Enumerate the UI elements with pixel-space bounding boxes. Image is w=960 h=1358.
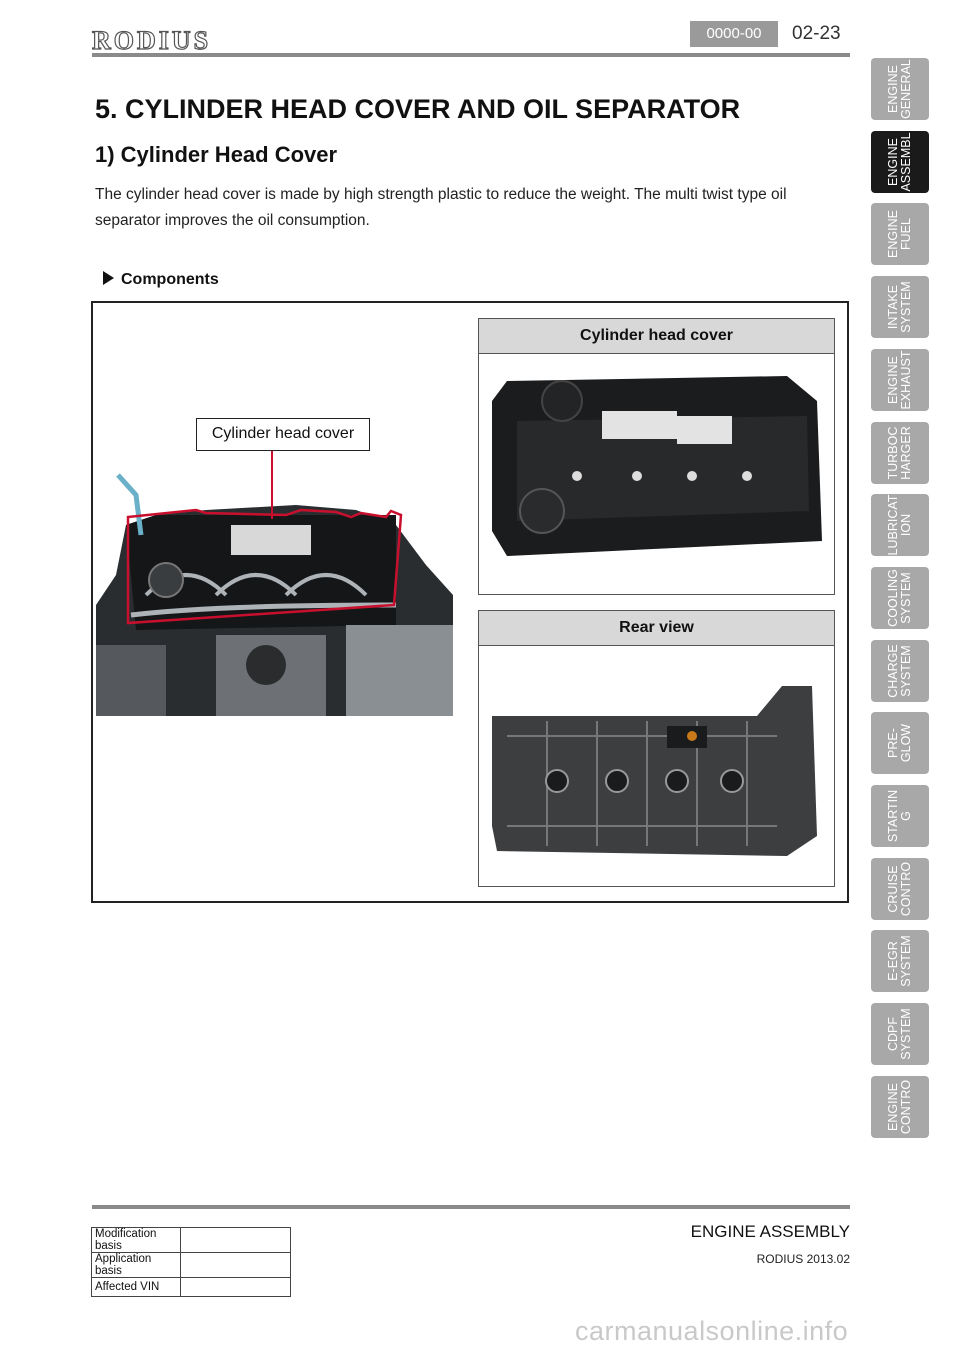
side-tab[interactable]: CHARGE SYSTEM [871,639,929,702]
panel-title-top: Cylinder head cover [479,319,834,354]
meta-value [180,1277,291,1297]
side-tab-label: TURBOC HARGER [886,425,913,480]
rear-view-panel: Rear view [478,610,835,887]
side-tab[interactable]: ENGINE FUEL [871,203,929,266]
side-tab-label: COOLING SYSTEM [886,569,913,627]
side-tab-label: ENGINE FUEL [886,210,913,259]
side-tab-label: LUBRICAT ION [886,494,913,556]
components-figure [91,301,849,903]
callout-leader-line [271,451,273,519]
side-tab[interactable]: INTAKE SYSTEM [871,276,929,339]
table-row: Application basis [91,1252,291,1278]
meta-key: Application basis [91,1252,181,1278]
side-tab-label: ENGINE GENERAL [886,59,913,119]
components-label: Components [121,271,219,288]
brand-logo: RODIUS [91,25,212,55]
side-tab-label: E-EGR SYSTEM [886,935,913,988]
panel-title-bottom: Rear view [479,611,834,646]
side-tab-label: ENGINE EXHAUST [886,350,913,410]
components-heading: Components [103,271,219,289]
revision-table: Modification basis Application basis Aff… [91,1227,291,1297]
header-rule [92,53,850,57]
side-tab[interactable]: LUBRICAT ION [871,494,929,557]
side-tab-label: PRE- GLOW [886,724,913,763]
side-tab[interactable]: PRE- GLOW [871,712,929,775]
meta-key: Modification basis [91,1227,181,1253]
side-tab[interactable]: COOLING SYSTEM [871,566,929,629]
side-tab[interactable]: ENGINE EXHAUST [871,348,929,411]
footer-rule [92,1205,850,1209]
page-number: 02-23 [792,23,841,44]
page-title: 5. CYLINDER HEAD COVER AND OIL SEPARATOR [95,94,741,124]
meta-key: Affected VIN [91,1277,181,1297]
side-tab-label: INTAKE SYSTEM [886,281,913,333]
footer-section-title: ENGINE ASSEMBLY [690,1222,850,1241]
section-code: 0000-00 [690,21,778,47]
side-tab[interactable]: E-EGR SYSTEM [871,930,929,993]
cylinder-head-cover-photo [492,376,822,556]
side-tab-label: ENGINE CONTRO [886,1079,913,1134]
side-tab-label: ENGINE ASSEMBL [886,132,913,192]
side-tab[interactable]: ENGINE ASSEMBL [871,130,929,193]
side-tab-label: STARTIN G [886,789,913,843]
watermark: carmanualsonline.info [575,1316,849,1346]
side-tab[interactable]: STARTIN G [871,785,929,847]
footer-edition: RODIUS 2013.02 [756,1252,850,1266]
table-row: Affected VIN [91,1277,291,1297]
side-tab-label: CDPF SYSTEM [886,1008,913,1060]
triangle-bullet-icon [103,271,114,285]
rear-view-photo [492,686,817,856]
cylinder-head-cover-callout: Cylinder head cover [196,418,370,451]
side-tab[interactable]: TURBOC HARGER [871,421,929,484]
side-tab[interactable]: CDPF SYSTEM [871,1003,929,1066]
side-tab-label: CRUISE CONTRO [886,861,913,916]
cylinder-head-cover-panel: Cylinder head cover [478,318,835,595]
intro-paragraph: The cylinder head cover is made by high … [95,186,787,229]
side-tab-label: CHARGE SYSTEM [886,643,913,698]
meta-value [180,1227,291,1253]
section-subtitle: 1) Cylinder Head Cover [95,142,338,167]
side-tab[interactable]: ENGINE GENERAL [871,58,929,120]
engine-photo [96,455,453,716]
meta-value [180,1252,291,1278]
table-row: Modification basis [91,1227,291,1253]
side-tab[interactable]: ENGINE CONTRO [871,1075,929,1138]
side-tab[interactable]: CRUISE CONTRO [871,857,929,920]
